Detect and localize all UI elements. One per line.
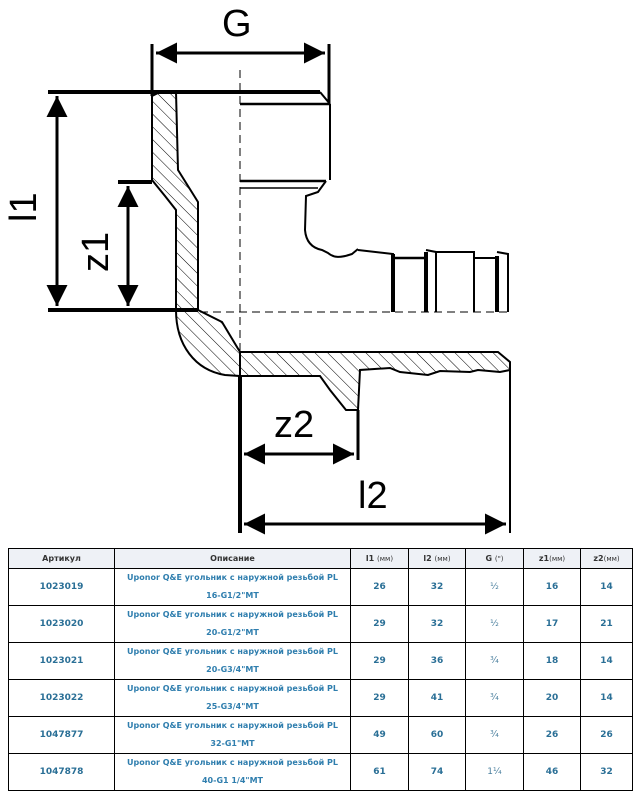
l1-cell: 61 bbox=[350, 753, 409, 791]
l2-cell: 36 bbox=[408, 642, 466, 680]
label-z1: z1 bbox=[75, 232, 117, 272]
label-l1: l1 bbox=[3, 192, 45, 222]
z1-cell: 17 bbox=[523, 605, 581, 643]
elbow-section bbox=[174, 309, 241, 378]
z2-cell: 21 bbox=[580, 605, 633, 643]
centerlines bbox=[200, 70, 512, 360]
description-cell[interactable]: Uponor Q&E угольник с наружной резьбой P… bbox=[114, 642, 351, 680]
z1-cell: 20 bbox=[523, 679, 581, 717]
fitting-technical-drawing: G l1 z1 z2 l2 bbox=[3, 3, 512, 535]
description-cell[interactable]: Uponor Q&E угольник с наружной резьбой P… bbox=[114, 568, 351, 606]
z2-cell: 14 bbox=[580, 568, 633, 606]
table-row: 1023022 Uponor Q&E угольник с наружной р… bbox=[8, 679, 633, 717]
description-cell[interactable]: Uponor Q&E угольник с наружной резьбой P… bbox=[114, 679, 351, 717]
table-row: 1023021 Uponor Q&E угольник с наружной р… bbox=[8, 642, 633, 680]
dimension-lines bbox=[46, 42, 511, 535]
article-cell[interactable]: 1023021 bbox=[8, 642, 115, 680]
article-cell[interactable]: 1047878 bbox=[8, 753, 115, 791]
threaded-socket-outline bbox=[48, 90, 359, 258]
g-cell: ½ bbox=[465, 568, 524, 606]
barbed-tail-outline bbox=[357, 249, 509, 312]
table-row: 1047877 Uponor Q&E угольник с наружной р… bbox=[8, 716, 633, 754]
table-row: 1023020 Uponor Q&E угольник с наружной р… bbox=[8, 605, 633, 643]
header-l1: l1 (мм) bbox=[350, 548, 409, 569]
description-cell[interactable]: Uponor Q&E угольник с наружной резьбой P… bbox=[114, 716, 351, 754]
g-cell: ¾ bbox=[465, 716, 524, 754]
label-l2: l2 bbox=[358, 475, 388, 517]
vertical-wall-section bbox=[151, 91, 199, 311]
l1-cell: 49 bbox=[350, 716, 409, 754]
header-z1: z1(мм) bbox=[523, 548, 581, 569]
header-g: G (") bbox=[465, 548, 524, 569]
label-z2: z2 bbox=[274, 404, 314, 446]
z1-cell: 16 bbox=[523, 568, 581, 606]
article-cell[interactable]: 1047877 bbox=[8, 716, 115, 754]
l1-cell: 29 bbox=[350, 605, 409, 643]
z1-cell: 18 bbox=[523, 642, 581, 680]
article-cell[interactable]: 1023022 bbox=[8, 679, 115, 717]
l2-cell: 32 bbox=[408, 605, 466, 643]
description-cell[interactable]: Uponor Q&E угольник с наружной резьбой P… bbox=[114, 753, 351, 791]
g-cell: 1¼ bbox=[465, 753, 524, 791]
l1-cell: 26 bbox=[350, 568, 409, 606]
table-row: 1023019 Uponor Q&E угольник с наружной р… bbox=[8, 568, 633, 606]
article-cell[interactable]: 1023020 bbox=[8, 605, 115, 643]
header-description: Описание bbox=[114, 548, 351, 569]
l2-cell: 74 bbox=[408, 753, 466, 791]
z1-cell: 26 bbox=[523, 716, 581, 754]
description-cell[interactable]: Uponor Q&E угольник с наружной резьбой P… bbox=[114, 605, 351, 643]
z2-cell: 14 bbox=[580, 642, 633, 680]
z1-cell: 46 bbox=[523, 753, 581, 791]
g-cell: ¾ bbox=[465, 642, 524, 680]
g-cell: ¾ bbox=[465, 679, 524, 717]
l2-cell: 60 bbox=[408, 716, 466, 754]
l1-cell: 29 bbox=[350, 642, 409, 680]
l1-cell: 29 bbox=[350, 679, 409, 717]
z2-cell: 26 bbox=[580, 716, 633, 754]
header-z2: z2(мм) bbox=[580, 548, 633, 569]
header-article: Артикул bbox=[8, 548, 115, 569]
table-row: 1047878 Uponor Q&E угольник с наружной р… bbox=[8, 753, 633, 791]
label-G: G bbox=[222, 3, 252, 45]
header-l2: l2 (мм) bbox=[408, 548, 466, 569]
table-header-row: Артикул Описание l1 (мм) l2 (мм) G (") z… bbox=[8, 548, 633, 569]
z2-cell: 32 bbox=[580, 753, 633, 791]
specification-table: Артикул Описание l1 (мм) l2 (мм) G (") z… bbox=[8, 548, 633, 791]
z2-cell: 14 bbox=[580, 679, 633, 717]
article-cell[interactable]: 1023019 bbox=[8, 568, 115, 606]
horizontal-wall-section bbox=[239, 351, 511, 411]
l2-cell: 41 bbox=[408, 679, 466, 717]
g-cell: ½ bbox=[465, 605, 524, 643]
l2-cell: 32 bbox=[408, 568, 466, 606]
